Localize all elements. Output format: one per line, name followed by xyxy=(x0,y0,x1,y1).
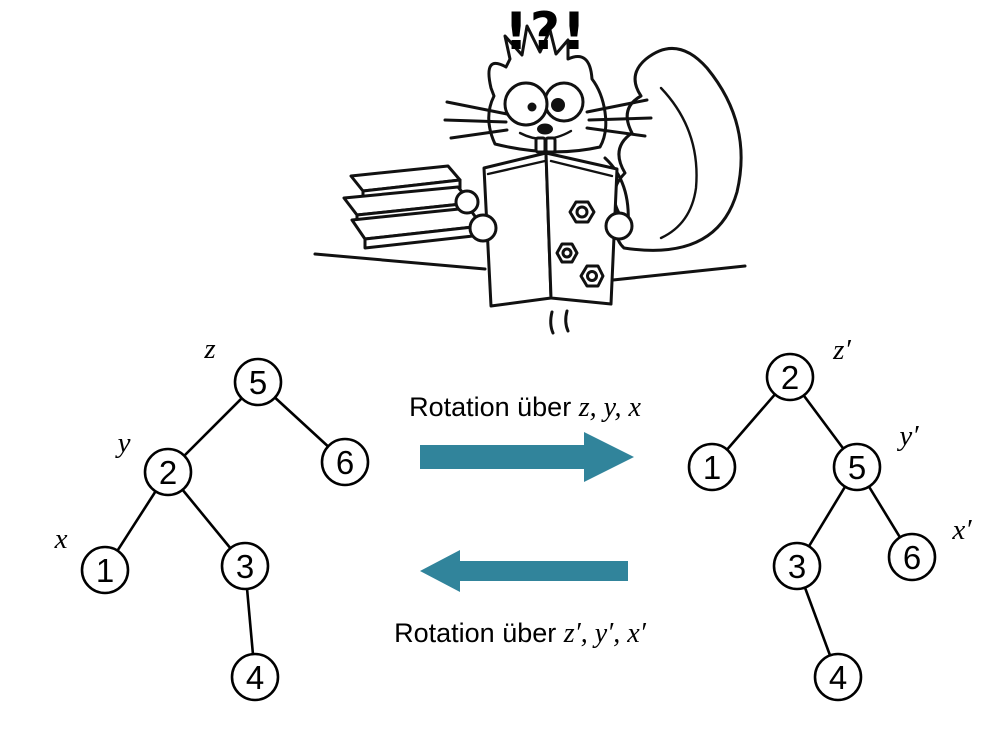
left-tree-node-4: 4 xyxy=(230,652,280,702)
left-tree-node-2: 2 xyxy=(143,447,193,497)
squirrel-right-pupil xyxy=(551,98,565,112)
forward-rotation-text: Rotation über xyxy=(409,392,579,422)
backward-rotation-math: z′, y′, x′ xyxy=(563,618,646,649)
left-tree-node-6: 6 xyxy=(320,437,370,487)
right-tree-pointer-label-6: x′ xyxy=(951,514,972,546)
desk-line xyxy=(313,252,747,335)
squirrel-tooth-right xyxy=(544,136,557,154)
squirrel-paw-left xyxy=(468,213,498,243)
left-tree-node-value-2: 2 xyxy=(159,454,177,491)
backward-rotation-label: Rotation über z′, y′, x′ xyxy=(340,618,700,650)
left-tree-node-value-1: 1 xyxy=(96,552,114,589)
left-tree-node-5: 5 xyxy=(233,357,283,407)
left-tree-node-circle-1 xyxy=(80,545,130,595)
right-tree-node-value-1: 1 xyxy=(703,449,721,486)
right-tree-node-circle-2 xyxy=(765,352,815,402)
left-tree-pointer-label-5: z xyxy=(203,333,215,365)
left-tree-pointer-label-1: x xyxy=(54,523,68,555)
backward-rotation-text: Rotation über xyxy=(394,618,564,648)
right-tree-node-1: 1 xyxy=(687,442,737,492)
forward-rotation-label: Rotation über z, y, x xyxy=(345,392,705,424)
right-tree-node-value-3: 3 xyxy=(788,548,806,585)
right-tree-node-circle-5 xyxy=(832,442,882,492)
squirrel-paw-on-stack xyxy=(454,189,480,215)
left-tree-node-1: 1 xyxy=(80,545,130,595)
left-tree-node-3: 3 xyxy=(220,541,270,591)
right-tree-node-circle-1 xyxy=(687,442,737,492)
left-tree-pointer-label-2: y xyxy=(115,427,131,459)
right-tree-node-6: 6 xyxy=(887,532,937,582)
squirrel-paw-right xyxy=(604,211,634,241)
left-tree-node-circle-3 xyxy=(220,541,270,591)
right-tree-node-circle-6 xyxy=(887,532,937,582)
squirrel-left-eye xyxy=(503,81,549,127)
backward-arrow-icon xyxy=(420,550,628,592)
left-tree-node-value-4: 4 xyxy=(246,659,264,696)
right-tree-pointer-label-5: y′ xyxy=(896,420,919,452)
right-tree-node-2: 2 xyxy=(765,352,815,402)
squirrel-illustration xyxy=(313,24,747,335)
nut-decorations-icon xyxy=(555,200,605,288)
squirrel-left-pupil xyxy=(527,102,537,112)
right-tree-node-value-4: 4 xyxy=(829,659,847,696)
squirrel-nose xyxy=(537,123,553,135)
left-tree-node-value-5: 5 xyxy=(249,364,267,401)
squirrel-head-icon xyxy=(443,24,653,154)
forward-arrow-icon xyxy=(420,432,634,482)
right-tree-node-value-6: 6 xyxy=(903,539,921,576)
right-tree-node-3: 3 xyxy=(772,541,822,591)
right-tree-node-4: 4 xyxy=(813,652,863,702)
exclamation-text: !?! xyxy=(504,2,588,62)
right-tree-pointer-label-2: z′ xyxy=(832,334,851,366)
right-tree-node-circle-3 xyxy=(772,541,822,591)
right-tree-node-value-5: 5 xyxy=(848,449,866,486)
left-tree-node-circle-4 xyxy=(230,652,280,702)
left-tree-node-value-6: 6 xyxy=(336,444,354,481)
squirrel-whiskers xyxy=(443,98,653,140)
left-tree-node-circle-6 xyxy=(320,437,370,487)
open-book-icon xyxy=(482,151,619,308)
right-tree-node-5: 5 xyxy=(832,442,882,492)
left-tree-node-value-3: 3 xyxy=(236,548,254,585)
forward-rotation-math: z, y, x xyxy=(578,392,641,423)
left-tree-node-circle-2 xyxy=(143,447,193,497)
right-tree-node-circle-4 xyxy=(813,652,863,702)
left-tree-node-circle-5 xyxy=(233,357,283,407)
right-tree-node-value-2: 2 xyxy=(781,359,799,396)
